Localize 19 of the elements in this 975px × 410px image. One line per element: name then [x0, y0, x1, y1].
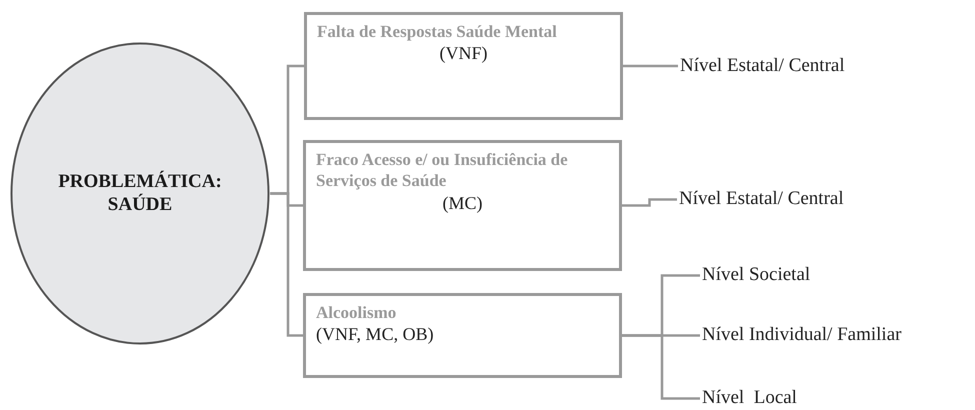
level-label: Nível Estatal/ Central [677, 188, 846, 211]
connector-line [270, 192, 303, 337]
level-label: Nível Estatal/ Central [678, 55, 847, 78]
problem-title: PROBLEMÁTICA: SAÚDE [57, 170, 223, 216]
connector-line [622, 198, 677, 207]
level-label: Nível Local [700, 387, 799, 410]
problem-box [303, 140, 622, 271]
problem-box [304, 12, 623, 120]
source-code-label: (VNF, MC, OB) [316, 323, 435, 346]
connector-line [622, 334, 700, 400]
source-code-label: (MC) [442, 192, 484, 215]
connector-line [623, 64, 678, 68]
source-code-label: (VNF) [438, 42, 488, 66]
problem-heading: Alcoolismo [316, 302, 398, 324]
problem-box [303, 293, 622, 378]
level-label: Nível Individual/ Familiar [700, 324, 904, 347]
problem-heading: Fraco Acesso e/ ou Insuficiência de Serviços de Saúde [316, 149, 569, 192]
problem-heading: Falta de Respostas Saúde Mental [317, 21, 558, 42]
level-label: Nível Societal [700, 264, 812, 287]
